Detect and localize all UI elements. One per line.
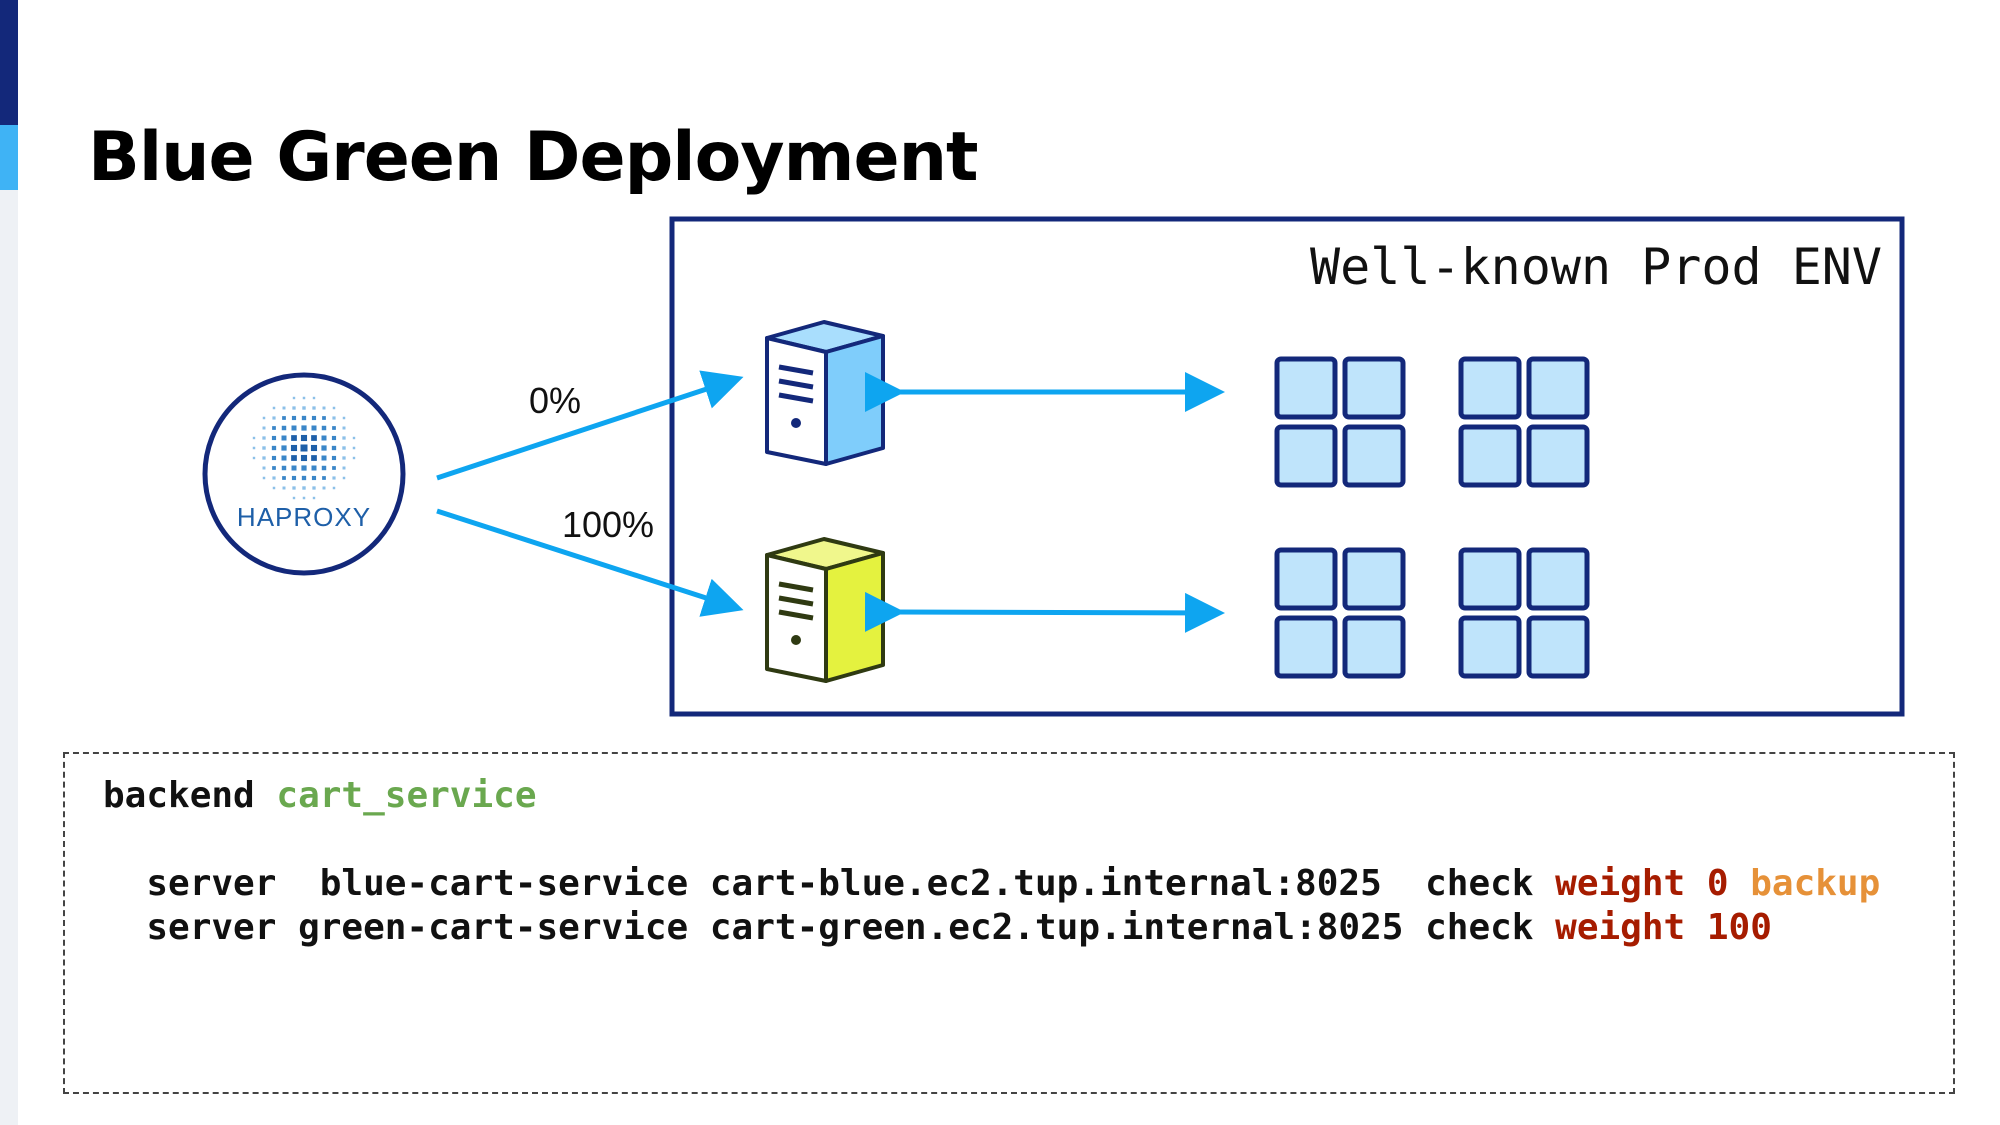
instance-tile <box>1274 424 1338 488</box>
green-sync-arrow <box>864 591 1225 633</box>
instance-tile <box>1526 424 1590 488</box>
left-accent-bar <box>0 0 18 1125</box>
accent-bar-light <box>0 125 18 190</box>
green-cluster-1 <box>1274 547 1406 679</box>
instance-tile <box>1274 547 1338 611</box>
service-instance-clusters <box>1274 356 1590 679</box>
config-line-backend: backend cart_service <box>103 774 1880 818</box>
config-backend-name: cart_service <box>276 775 537 816</box>
blue-server-icon <box>765 320 885 466</box>
instance-tile <box>1274 615 1338 679</box>
traffic-arrow-green <box>436 508 744 617</box>
instance-tile <box>1458 615 1522 679</box>
instance-tile <box>1458 356 1522 420</box>
instance-tile <box>1274 356 1338 420</box>
haproxy-dots-icon <box>252 396 356 500</box>
config-blue-backup: backup <box>1750 863 1881 904</box>
config-line-green-server: server green-cart-service cart-green.ec2… <box>103 906 1880 950</box>
haproxy-logo: HAPROXY <box>202 372 406 576</box>
instance-tile <box>1458 547 1522 611</box>
blue-cluster-2 <box>1458 356 1590 488</box>
prod-env-box <box>669 216 1905 717</box>
instance-tile <box>1342 424 1406 488</box>
config-backend-keyword: backend <box>103 775 255 816</box>
instance-tile <box>1342 615 1406 679</box>
instance-tile <box>1342 547 1406 611</box>
instance-tile <box>1458 424 1522 488</box>
green-percent-label: 100% <box>562 504 654 545</box>
instance-tile <box>1526 615 1590 679</box>
green-cluster-2 <box>1458 547 1590 679</box>
traffic-arrow-blue <box>436 370 744 481</box>
haproxy-config-code: backend cart_service server blue-cart-se… <box>103 774 1880 950</box>
instance-tile <box>1342 356 1406 420</box>
haproxy-config-box: backend cart_service server blue-cart-se… <box>63 752 1955 1094</box>
config-green-weight: weight 100 <box>1555 907 1772 948</box>
slide-title: Blue Green Deployment <box>88 118 978 197</box>
config-line-blank <box>103 818 1880 862</box>
haproxy-circle <box>202 372 406 576</box>
accent-bar-dark <box>0 0 18 125</box>
config-blue-server-text: server blue-cart-service cart-blue.ec2.t… <box>103 863 1556 904</box>
haproxy-label: HAPROXY <box>237 502 371 532</box>
instance-tile <box>1526 356 1590 420</box>
config-green-server-text: server green-cart-service cart-green.ec2… <box>103 907 1556 948</box>
green-server-icon <box>765 537 885 683</box>
instance-tile <box>1526 547 1590 611</box>
config-line-blue-server: server blue-cart-service cart-blue.ec2.t… <box>103 862 1880 906</box>
config-blue-weight: weight 0 <box>1555 863 1729 904</box>
blue-percent-label: 0% <box>529 380 581 421</box>
env-label: Well-known Prod ENV <box>1310 238 1882 296</box>
blue-cluster-1 <box>1274 356 1406 488</box>
